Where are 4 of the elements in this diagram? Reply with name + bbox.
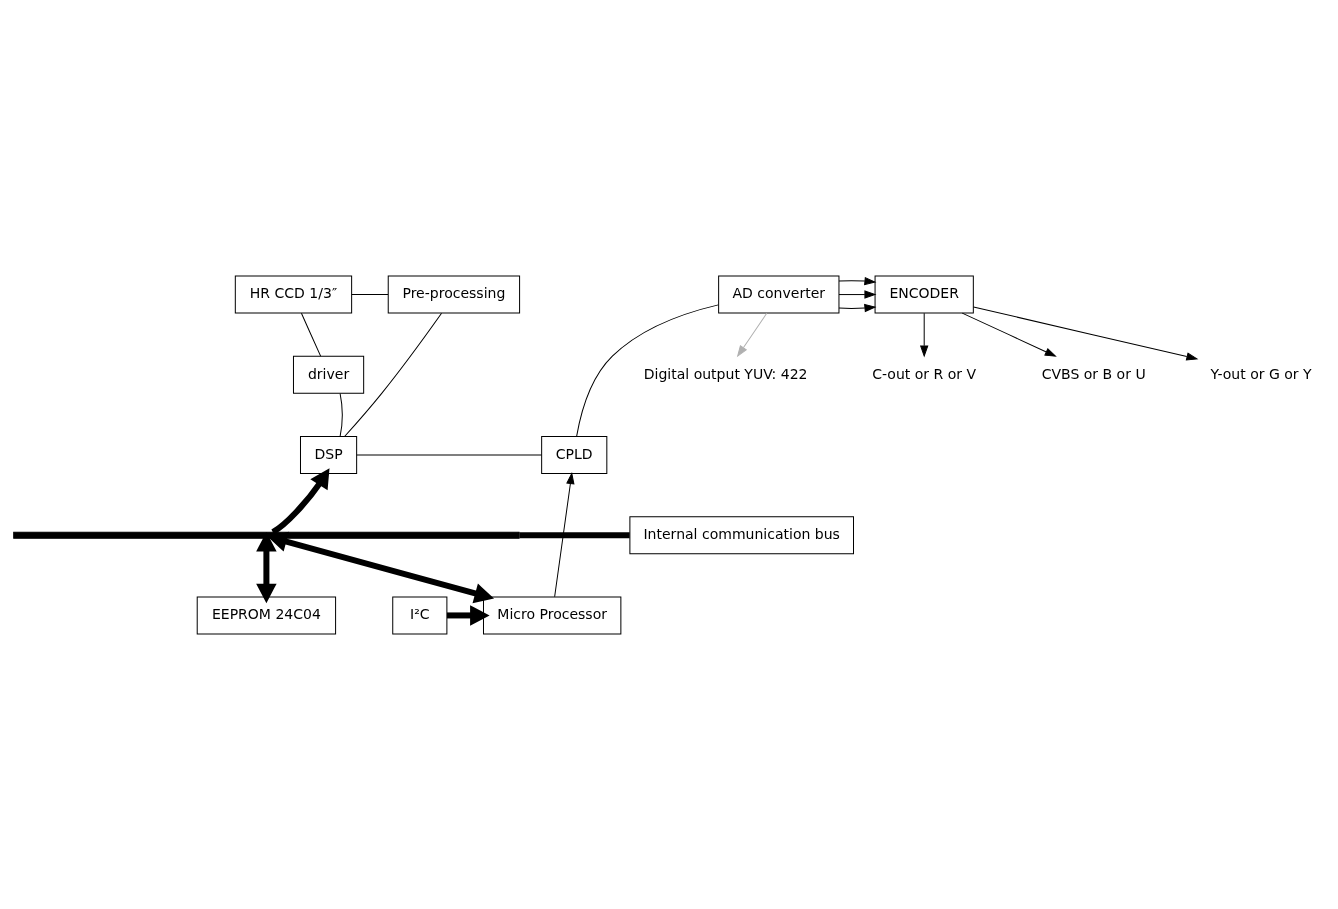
node-text: Y-out or G or Y — [1210, 364, 1312, 381]
node-text: Digital output YUV: 422 — [643, 364, 808, 381]
node-text: CVBS or B or U — [1041, 364, 1146, 381]
node-text: C-out or R or V — [871, 364, 976, 381]
